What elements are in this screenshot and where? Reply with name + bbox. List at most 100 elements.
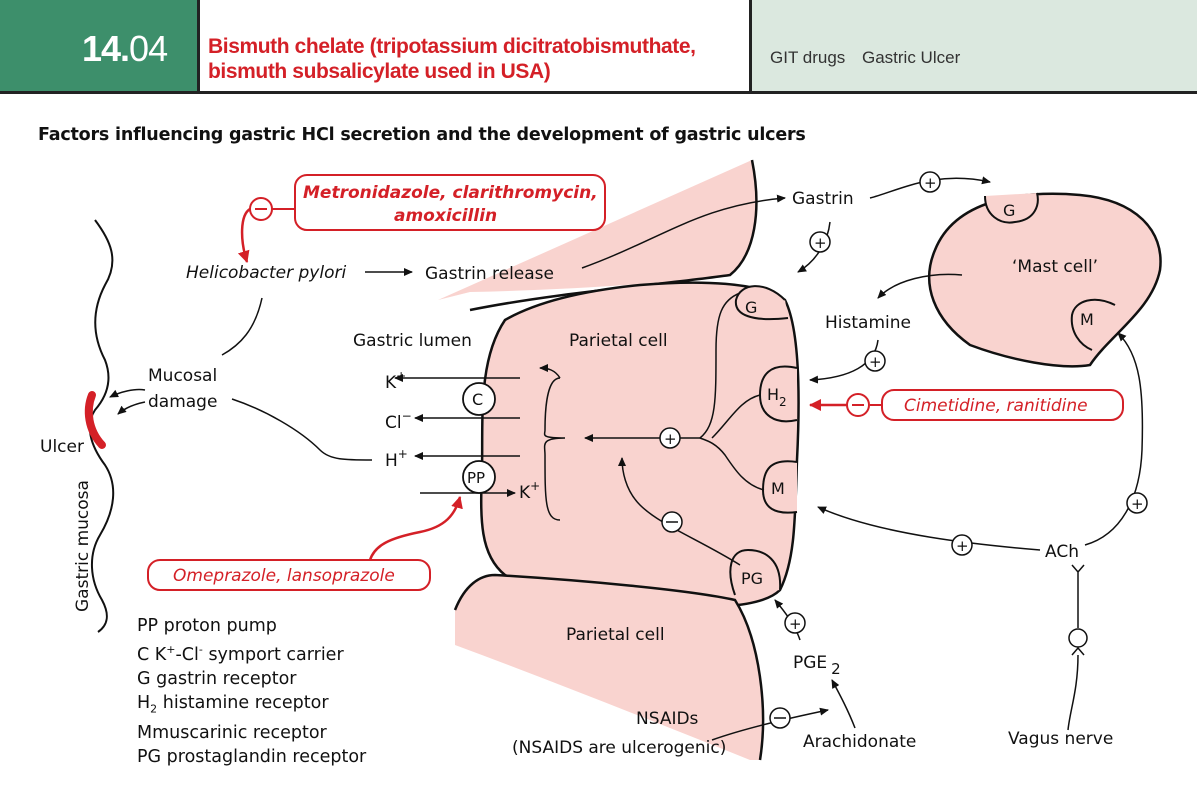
diagram-text: K: [519, 483, 531, 503]
antibiotics-box: [294, 174, 606, 231]
signal-line-h2: [711, 394, 761, 439]
legend-item: G gastrin receptor: [137, 668, 297, 689]
diagram-text: Cl: [385, 413, 402, 433]
category-gastric-ulcer: Gastric Ulcer: [862, 48, 961, 67]
ion-h-plus: H+: [385, 447, 408, 471]
section-number: 14.04: [82, 28, 168, 69]
vagus-nerve-line: [1067, 564, 1085, 731]
connector-arrow: [231, 398, 373, 461]
nsaids-note-label: (NSAIDS are ulcerogenic): [512, 738, 726, 758]
mast-receptor-m-label: M: [1080, 310, 1094, 329]
symport-carrier-c: [462, 382, 496, 416]
arachidonate-label: Arachidonate: [803, 732, 916, 752]
effect-sign-circle: [1126, 492, 1148, 514]
histamine-label: Histamine: [825, 313, 911, 333]
mast-receptor-m: [1070, 298, 1116, 351]
ulcer-mark: [84, 391, 106, 449]
diagram-text: +: [789, 615, 802, 633]
connector-arrow: [237, 207, 251, 263]
damage-label: damage: [148, 392, 217, 412]
diagram-text: −: [402, 409, 412, 423]
header-category-panel: GIT drugs Gastric Ulcer: [752, 0, 1197, 94]
antibiotics-label-line2: amoxicillin: [394, 206, 497, 226]
lower-cell-shape: [455, 575, 763, 760]
receptor-g-label: G: [745, 298, 757, 317]
mast-receptor-g-label: G: [1003, 201, 1015, 220]
gastrin-release-label: Gastrin release: [425, 264, 554, 284]
bracket: [543, 377, 566, 521]
legend-item: PP proton pump: [137, 616, 277, 636]
legend: PP proton pump C K+-Cl- symport carrier …: [137, 614, 366, 769]
vagus-label: Vagus nerve: [1008, 729, 1113, 749]
symport-label: C: [472, 390, 483, 409]
diagram-text: 2: [779, 395, 787, 409]
nsaids-label: NSAIDs: [636, 709, 699, 729]
lower-cell-border: [453, 573, 765, 761]
ion-cl-minus: Cl−: [385, 409, 412, 433]
connector-arrow: [809, 339, 879, 384]
diagram-text: +: [1131, 495, 1144, 513]
ion-k-plus: K+: [385, 369, 406, 393]
upper-cell-border: [469, 159, 758, 312]
connector-arrow: [221, 297, 263, 356]
effect-sign-circle: [951, 534, 973, 556]
diagram-text: +: [396, 369, 406, 383]
signal-line-g: [699, 292, 741, 439]
diagram-text: PGE: [793, 653, 827, 673]
connector-arrow: [711, 707, 829, 741]
diagram-text: +: [924, 174, 937, 192]
category-git-drugs: GIT drugs: [770, 48, 846, 67]
diagram-text: +: [956, 537, 969, 555]
receptor-pg-label: PG: [741, 569, 763, 588]
connector-arrow: [817, 506, 1041, 551]
gastric-mucosa-label: Gastric mucosa: [73, 480, 93, 612]
header-title-line1: Bismuth chelate (tripotassium dicitratob…: [208, 35, 696, 58]
gastric-lumen-label: Gastric lumen: [353, 331, 472, 351]
effect-sign-circle: [659, 427, 681, 449]
effect-sign-circle: [1068, 628, 1088, 648]
effect-sign-circle: [919, 171, 941, 193]
parietal-cell-lower-label: Parietal cell: [566, 625, 665, 645]
connector-arrow: [1084, 332, 1144, 546]
mucosal-label: Mucosal: [148, 366, 217, 386]
effect-sign-circle: [784, 612, 806, 634]
parietal-cell-label: Parietal cell: [569, 331, 668, 351]
header-title-line2: bismuth subsalicylate used in USA): [208, 60, 551, 83]
section-number-panel: 14.04: [0, 0, 200, 94]
legend-item: H2 histamine receptor: [137, 692, 329, 716]
legend-item: C K+-Cl- symport carrier: [137, 643, 344, 665]
diagram-text: +: [814, 234, 827, 252]
effect-sign-circle: [864, 350, 886, 372]
diagram-text: +: [664, 430, 677, 448]
proton-pump-pp: [462, 460, 496, 494]
figure-title: Factors influencing gastric HCl secretio…: [38, 125, 806, 145]
bracket-to-top: [539, 364, 561, 379]
receptor-m-label: M: [771, 479, 785, 498]
connector-arrow: [831, 679, 856, 729]
connector-arrow: [117, 401, 146, 415]
receptor-h2: [758, 365, 798, 423]
connector-arrow: [109, 388, 146, 398]
signal-line-m: [699, 437, 765, 491]
connector-arrow: [877, 273, 963, 299]
receptor-h2-label: H2: [767, 385, 787, 409]
receptor-pg: [729, 548, 782, 596]
diagram-text: H: [767, 385, 779, 404]
diagram-text: +: [398, 447, 408, 461]
ulcer-label: Ulcer: [40, 437, 84, 457]
gastrin-label: Gastrin: [792, 189, 854, 209]
diagram-text: 2: [831, 660, 841, 678]
diagram-text: H: [385, 451, 398, 471]
pg-inhibition-line: [618, 457, 741, 566]
legend-item: PG prostaglandin receptor: [137, 747, 367, 768]
h2-blockers-label: Cimetidine, ranitidine: [904, 396, 1088, 416]
mast-receptor-g: [984, 192, 1039, 224]
diagram-text: +: [530, 479, 540, 493]
antibiotics-label-line1: Metronidazole, clarithromycin,: [303, 183, 598, 203]
ppi-label: Omeprazole, lansoprazole: [173, 566, 395, 586]
mast-cell-label: ‘Mast cell’: [1012, 257, 1098, 277]
mast-cell-shape: [927, 192, 1162, 368]
diagram-text: K: [385, 373, 397, 393]
header-title-panel: Bismuth chelate (tripotassium dicitratob…: [200, 0, 752, 94]
